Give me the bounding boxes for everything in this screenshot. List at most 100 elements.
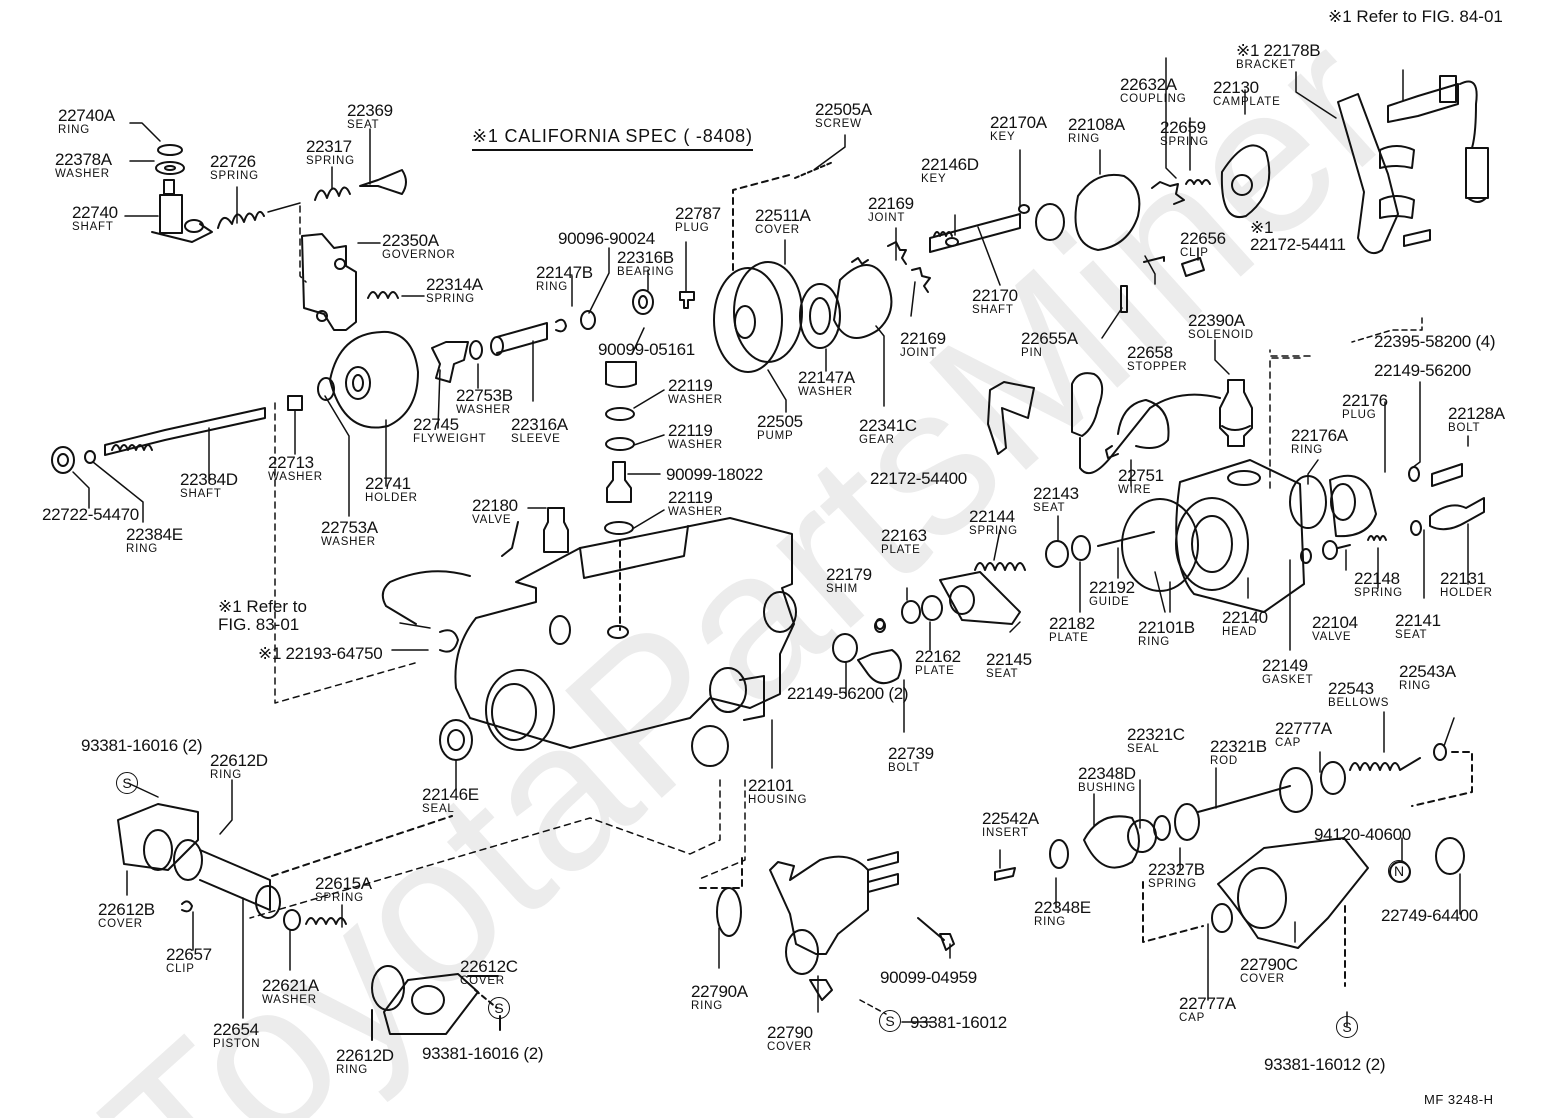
part-label-22149-56200[interactable]: 22149-56200 — [1374, 362, 1471, 379]
part-label-22193[interactable]: ※1 22193-64750 — [258, 645, 383, 662]
part-label-93381-16016a[interactable]: 93381-16016 (2) — [81, 737, 203, 754]
part-label-22395[interactable]: 22395-58200 (4) — [1374, 333, 1496, 350]
part-label-22722[interactable]: 22722-54470 — [42, 506, 139, 523]
part-label-90099-04959[interactable]: 90099-04959 — [880, 969, 977, 986]
part-label-22172-54411[interactable]: ※1 22172-54411 — [1250, 219, 1346, 253]
part-label-93381-16012-2[interactable]: 93381-16012 (2) — [1264, 1056, 1386, 1073]
part-label-93381-16016b[interactable]: 93381-16016 (2) — [422, 1045, 544, 1062]
part-label-90099-05161[interactable]: 90099-05161 — [598, 341, 695, 358]
part-label-22749[interactable]: 22749-64400 — [1381, 907, 1478, 924]
part-label-90096[interactable]: 90096-90024 — [558, 230, 655, 247]
part-label-90099-18022[interactable]: 90099-18022 — [666, 466, 763, 483]
part-label-93381-16012[interactable]: 93381-16012 — [910, 1014, 1007, 1031]
part-label-22149-2[interactable]: 22149-56200 (2) — [787, 685, 909, 702]
part-label-94120[interactable]: 94120-40600 — [1314, 826, 1411, 843]
part-label-22172-54400[interactable]: 22172-54400 — [870, 470, 967, 487]
